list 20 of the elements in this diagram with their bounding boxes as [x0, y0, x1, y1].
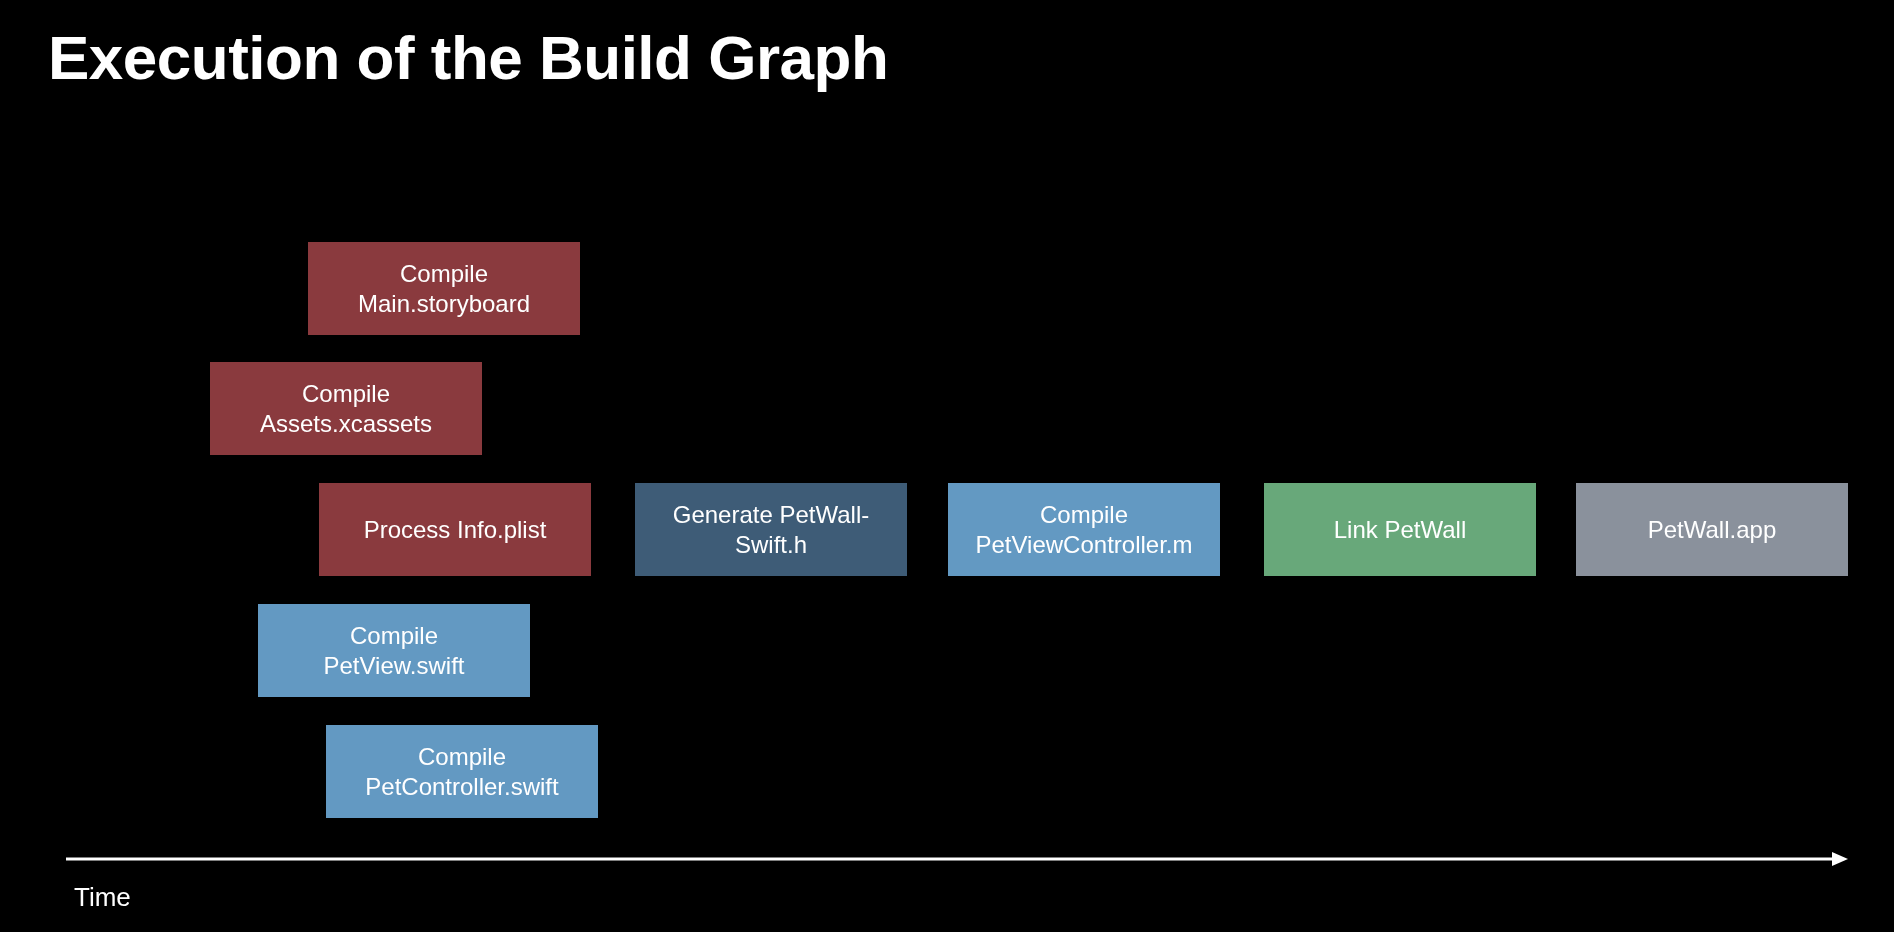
- task-label: Compile PetController.swift: [364, 741, 560, 802]
- slide-title: Execution of the Build Graph: [48, 22, 889, 93]
- task-bar: [258, 604, 530, 697]
- task-bar: [948, 483, 1220, 576]
- task-bar: [308, 242, 580, 335]
- task-label: Generate PetWall-Swift.h: [671, 499, 871, 560]
- task-label: Compile PetViewController.m: [974, 499, 1194, 560]
- task-bar: [635, 483, 907, 576]
- axis-label: Time: [74, 882, 131, 913]
- task-label: Process Info.plist: [363, 514, 547, 545]
- task-label: Link PetWall: [1333, 514, 1467, 545]
- task-label: PetWall.app: [1647, 514, 1777, 545]
- task-label: Compile Assets.xcassets: [258, 378, 434, 439]
- task-label: Compile Main.storyboard: [356, 258, 532, 319]
- task-bar: [1264, 483, 1536, 576]
- task-bar: [326, 725, 598, 818]
- task-bar: [1576, 483, 1848, 576]
- task-bar: [319, 483, 591, 576]
- task-bar: [210, 362, 482, 455]
- task-label: Compile PetView.swift: [322, 620, 466, 681]
